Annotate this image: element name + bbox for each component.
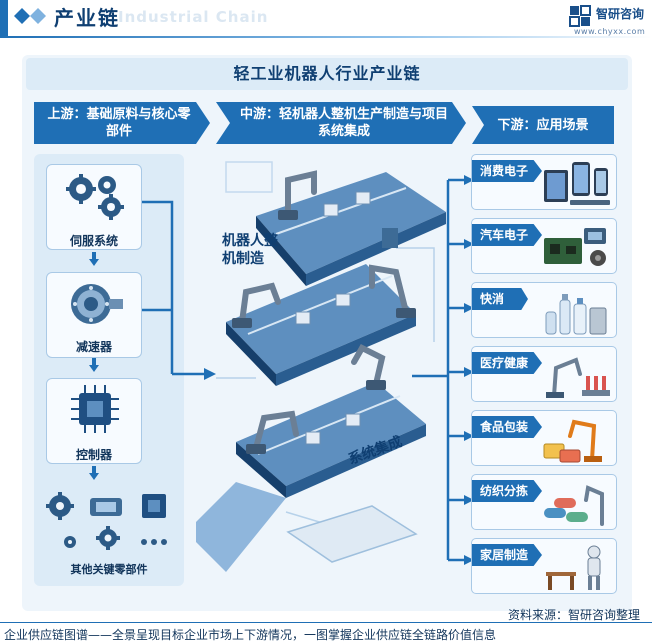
downstream-label-fmcg: 快消 <box>472 288 528 310</box>
upstream-card-reducer <box>46 272 142 358</box>
gears-icon <box>66 174 124 220</box>
downstream-card-consumer-electronics: 消费电子 <box>471 154 617 210</box>
circuit-board-icon <box>544 228 606 266</box>
textile-rolls-icon <box>544 485 604 526</box>
stage-upstream: 上游：基础原料与核心零部件 <box>34 102 210 144</box>
midstream-label-robot-manufacturing: 机器人整机制造 <box>222 233 278 267</box>
lab-robot-icon <box>546 357 610 398</box>
bottles-icon <box>545 294 607 335</box>
downstream-label-auto-electronics: 汽车电子 <box>472 224 542 246</box>
logo-url: www.chyxx.com <box>574 27 646 36</box>
downstream-card-fmcg: 快消 <box>471 282 617 338</box>
downstream-card-home-manufacturing: 家居制造 <box>471 538 617 594</box>
page-title: 产业链 <box>54 6 120 30</box>
downstream-label-healthcare: 医疗健康 <box>472 352 542 374</box>
devices-icon <box>544 162 610 205</box>
stage-midstream: 中游：轻机器人整机生产制造与项目系统集成 <box>216 102 466 144</box>
stage-downstream: 下游：应用场景 <box>472 106 614 144</box>
header-divider <box>0 36 652 38</box>
downstream-label-consumer-electronics: 消费电子 <box>472 160 542 182</box>
header-accent-bar <box>0 0 8 36</box>
downstream-card-food-packaging: 食品包装 <box>471 410 617 466</box>
upstream-label-other: 其他关键零部件 <box>70 563 148 576</box>
source-note: 资料来源：智研咨询整理 <box>507 608 640 622</box>
header-watermark: Industrial Chain <box>118 8 269 26</box>
upstream-label-reducer: 减速器 <box>75 340 112 354</box>
upstream-connector <box>142 200 216 380</box>
downstream-label-food-packaging: 食品包装 <box>472 416 542 438</box>
arrow-down-icon <box>89 466 99 480</box>
downstream-card-textile-sorting: 纺织分拣 <box>471 474 617 530</box>
upstream-label-controller: 控制器 <box>75 448 112 462</box>
downstream-card-healthcare: 医疗健康 <box>471 346 617 402</box>
downstream-card-auto-electronics: 汽车电子 <box>471 218 617 274</box>
company-logo-icon <box>569 5 591 27</box>
footer-divider <box>0 622 652 623</box>
downstream-connector <box>412 175 474 565</box>
header: Industrial Chain 产业链 智研咨询 www.chyxx.com <box>0 0 652 42</box>
reducer-icon <box>71 284 123 324</box>
arrow-down-icon <box>89 252 99 266</box>
upstream-label-servo: 伺服系统 <box>69 234 118 248</box>
downstream-label-home-manufacturing: 家居制造 <box>472 544 542 566</box>
diamond-icon <box>14 8 46 24</box>
production-line-illustration <box>196 161 446 572</box>
furniture-robot-icon <box>546 545 601 590</box>
upstream-card-servo <box>46 164 142 250</box>
arrow-down-icon <box>89 358 99 372</box>
diagram-title: 轻工业机器人行业产业链 <box>26 58 628 90</box>
footer-slogan: 企业供应链图谱——全景呈现目标企业市场上下游情况，一图掌握企业供应链全链路价值信… <box>4 628 497 642</box>
upstream-card-controller <box>46 378 142 464</box>
food-pack-icon <box>543 419 602 463</box>
logo-name: 智研咨询 <box>596 7 645 21</box>
other-parts-icon <box>46 492 167 550</box>
downstream-label-textile-sorting: 纺织分拣 <box>472 480 542 502</box>
chip-icon <box>71 385 119 433</box>
